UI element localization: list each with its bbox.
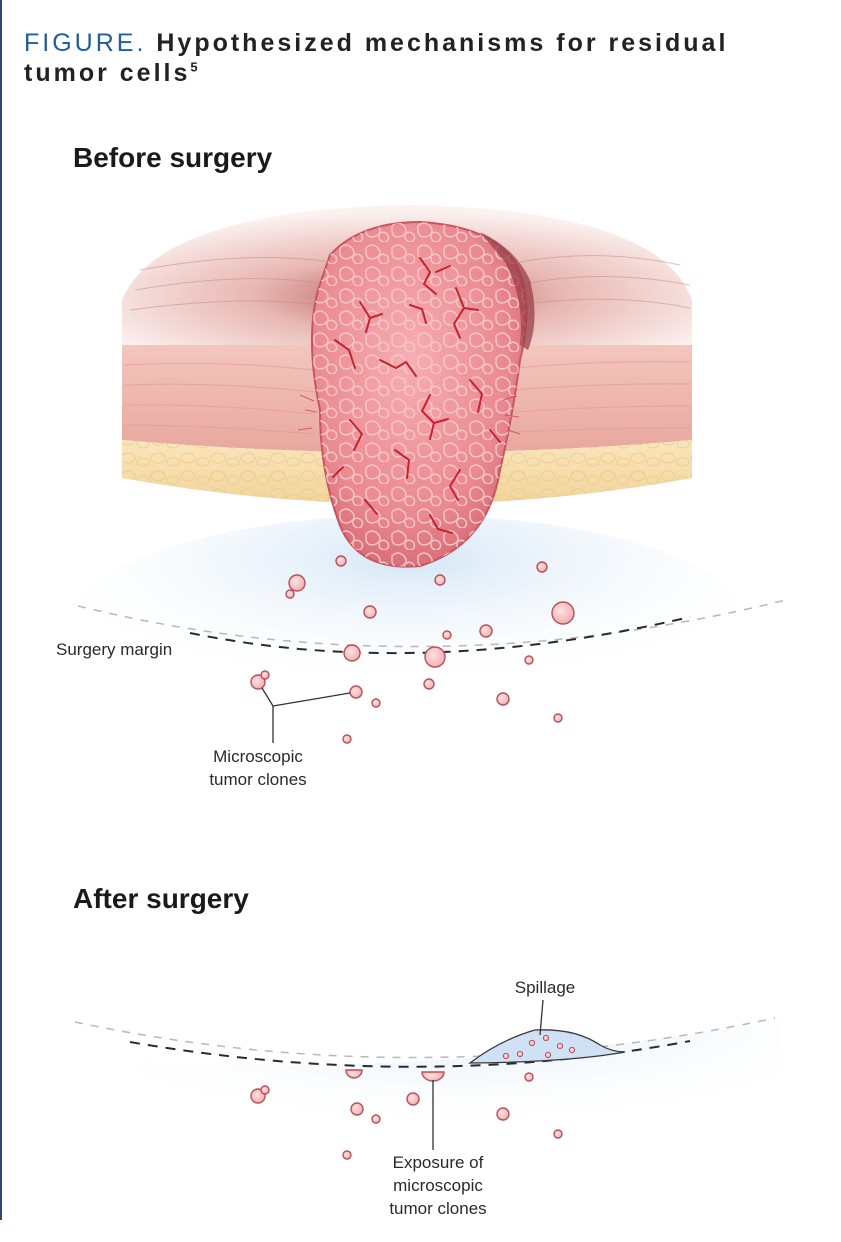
tumor-cell	[364, 606, 376, 618]
tumor-cell	[261, 1086, 269, 1094]
tumor-cell	[569, 1047, 574, 1052]
tumor-cell	[372, 699, 380, 707]
tumor-cell	[554, 714, 562, 722]
tumor-cell	[517, 1051, 522, 1056]
tumor-cell	[497, 1108, 509, 1120]
tumor-cell	[343, 735, 351, 743]
tumor-cell	[289, 575, 305, 591]
tumor-cell	[372, 1115, 380, 1123]
tumor-cell	[351, 1103, 363, 1115]
exposure-label-line2: microscopic	[393, 1176, 483, 1195]
tumor-cell	[552, 602, 574, 624]
tumor-cell	[529, 1040, 534, 1045]
tumor-cell	[443, 631, 451, 639]
tumor-cell	[525, 1073, 533, 1081]
tumor-cell	[497, 693, 509, 705]
tumor-cell	[343, 1151, 351, 1159]
tumor-cell	[424, 679, 434, 689]
tumor-cell	[435, 575, 445, 585]
tumor-cell	[503, 1053, 508, 1058]
tumor-cell	[537, 562, 547, 572]
exposure-label-line1: Exposure of	[393, 1153, 484, 1172]
tumor-cell	[543, 1035, 548, 1040]
tumor-cell	[525, 656, 533, 664]
tumor-cell	[554, 1130, 562, 1138]
tumor-cell	[261, 671, 269, 679]
tumor-cell	[350, 686, 362, 698]
microscopic-clones-label-line1: Microscopic	[213, 747, 303, 766]
tumor-cell	[407, 1093, 419, 1105]
spillage-label: Spillage	[515, 978, 576, 997]
microscopic-clones-label-line2: tumor clones	[209, 770, 306, 789]
surgery-margin-label: Surgery margin	[56, 640, 172, 659]
tumor-cell	[480, 625, 492, 637]
before-surgery-diagram: Surgery margin Microscopic tumor clones	[56, 205, 786, 789]
tumor-cell	[336, 556, 346, 566]
tumor-cell	[557, 1043, 562, 1048]
tumor-cell	[545, 1052, 550, 1057]
after-surgery-diagram: Spillage Exposure of microscopic tumor c…	[75, 978, 780, 1218]
tumor-cell	[425, 647, 445, 667]
tumor-cell	[286, 590, 294, 598]
exposure-label-line3: tumor clones	[389, 1199, 486, 1218]
tumor-cell	[344, 645, 360, 661]
